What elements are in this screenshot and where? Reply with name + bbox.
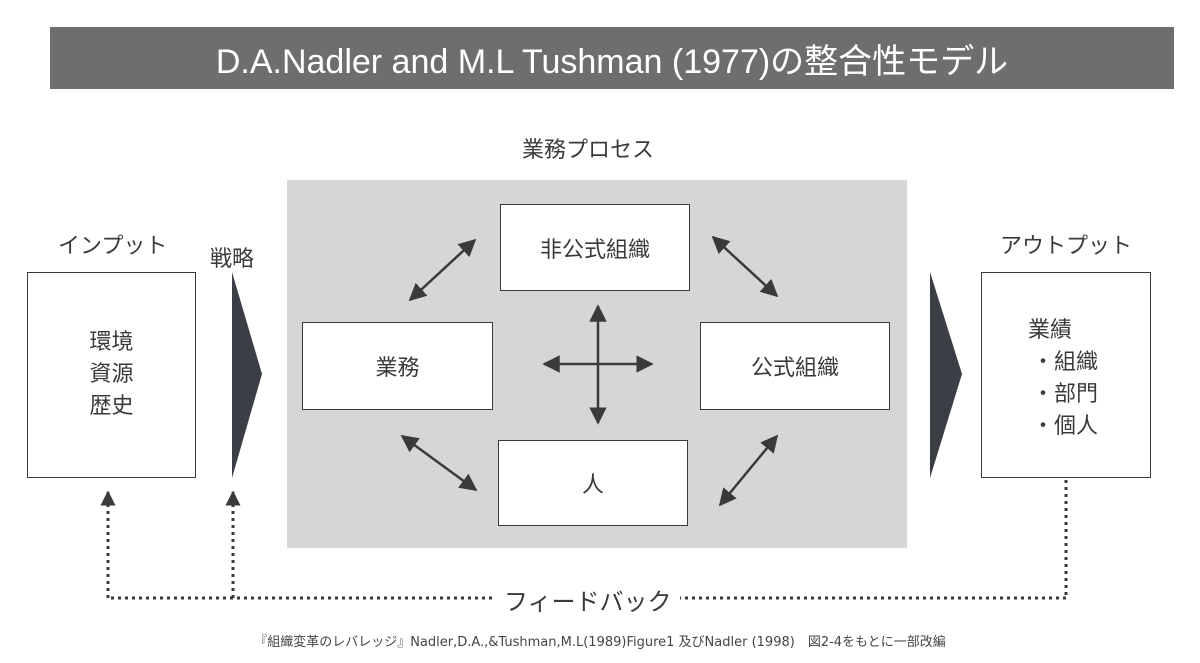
diagram-title: D.A.Nadler and M.L Tushman (1977)の整合性モデル [215,42,1009,81]
formal-organization-box: 公式組織 [700,322,890,410]
strategy-chevron [232,272,262,478]
title-bar: D.A.Nadler and M.L Tushman (1977)の整合性モデル [50,27,1174,89]
task-box: 業務 [302,322,493,410]
input-items: 環境 資源 歴史 [89,327,133,423]
arrow-informal-formal [711,235,779,298]
input-box: 環境 資源 歴史 [27,272,196,478]
output-contents: 業績 ・組織 ・部門 ・個人 [1028,315,1098,443]
input-item-history: 歴史 [89,394,134,419]
process-label: 業務プロセス [522,138,655,163]
source-caption: 『組織変革のレバレッジ』Nadler,D.A.,&Tushman,M.L(198… [254,635,946,650]
feedback-label: フィードバック [504,588,672,616]
output-item-organization: ・組織 [1032,350,1099,375]
arrow-task-informal [408,238,477,302]
output-heading: アウトプット [1000,234,1133,259]
input-item-resources: 資源 [89,362,134,387]
output-title: 業績 [1028,318,1073,343]
people-label: 人 [581,473,604,498]
output-item-department: ・部門 [1032,382,1099,407]
task-label: 業務 [375,356,420,381]
input-item-environment: 環境 [89,330,134,355]
strategy-label: 戦略 [210,247,255,272]
output-chevron [930,272,962,478]
arrow-task-people [400,434,478,492]
formal-organization-label: 公式組織 [750,356,839,381]
input-heading: インプット [58,234,168,259]
arrow-formal-people [718,434,779,507]
output-item-individual: ・個人 [1032,414,1099,439]
informal-organization-label: 非公式組織 [539,237,650,263]
output-box: 業績 ・組織 ・部門 ・個人 [981,272,1151,478]
informal-organization-box: 非公式組織 [500,204,690,291]
people-box: 人 [498,440,688,526]
